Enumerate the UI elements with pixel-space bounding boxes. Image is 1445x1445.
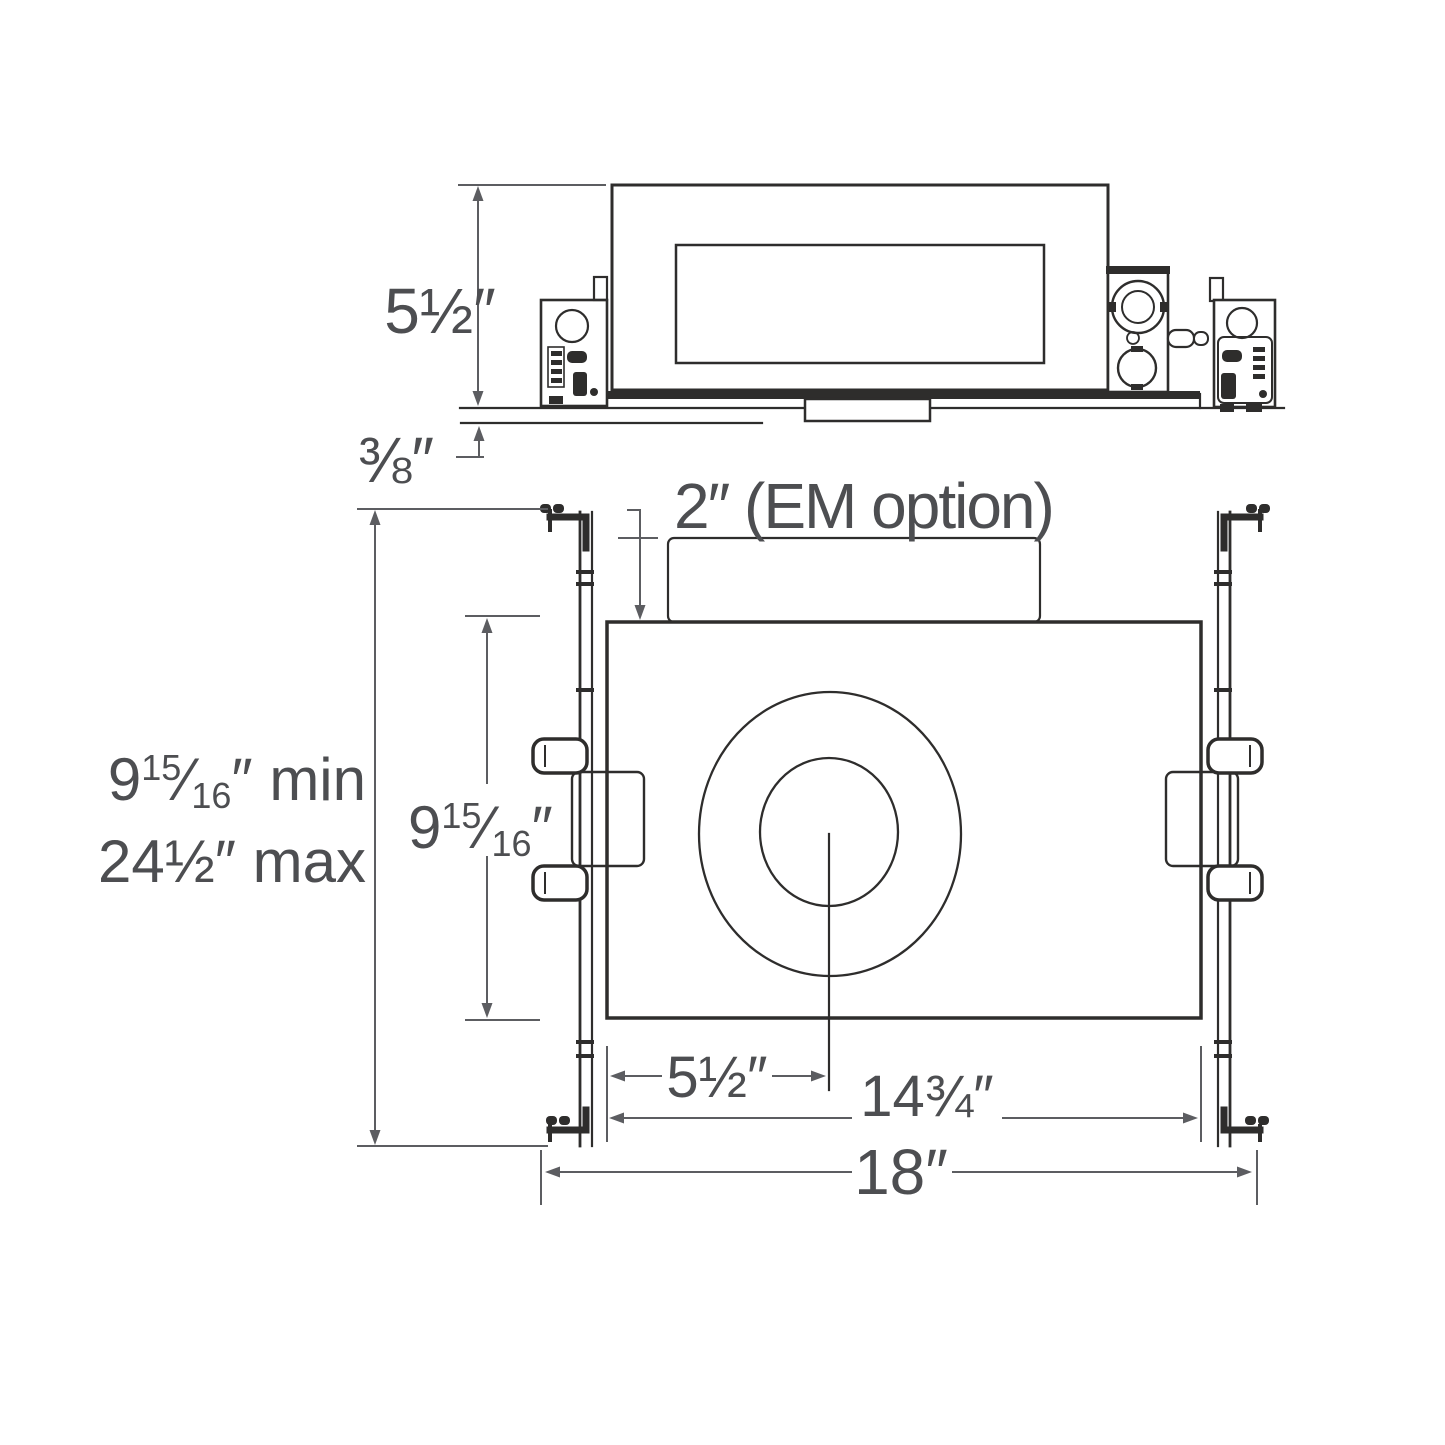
left-top-foot [546, 513, 590, 552]
left-junction-box [539, 275, 609, 408]
side-height-dimension: 5½″ [384, 184, 606, 406]
side-height-label: 5½″ [384, 275, 496, 347]
hanger-bar-left [540, 504, 594, 1148]
height-arrow-down [472, 391, 484, 406]
trim-collar [803, 397, 932, 423]
overall-width-label: 18″ [854, 1136, 948, 1208]
driver-box-foot-right [1246, 404, 1262, 412]
left-terminal-block [547, 346, 565, 388]
center-offset-dimension: 5½″ [606, 1045, 826, 1142]
mounting-clips [531, 737, 1264, 902]
right-top-foot [1220, 513, 1264, 552]
overall-width-dimension: 18″ [540, 1136, 1258, 1208]
right-rail-notches [1214, 570, 1232, 1058]
hanger-bar-right [1214, 504, 1270, 1148]
overall-arrow-right [1237, 1166, 1252, 1178]
overall-arrow-left [545, 1166, 560, 1178]
driver-box-foot-left [1220, 404, 1234, 412]
hanger-span-arrow-up [369, 510, 381, 525]
left-cable-clamp [573, 372, 587, 396]
ceiling-arrow-up [473, 426, 485, 441]
ceiling-thickness-dimension: ⅜″ [358, 424, 485, 496]
side-elevation-view: 5½″ ⅜″ [358, 183, 1286, 496]
depth-arrow-up [481, 618, 493, 633]
left-terminal-stripes [551, 351, 562, 383]
hanger-span-arrow-down [369, 1130, 381, 1145]
driver-compartment [674, 243, 1046, 365]
left-bottom-foot-screw-1 [546, 1116, 557, 1125]
right-junction-box-outline [1106, 266, 1170, 394]
driver-connector [1222, 350, 1242, 362]
right-top-foot-screw-1 [1246, 504, 1257, 513]
housing-depth-label: 915⁄16″ [408, 794, 553, 864]
height-arrow-up [472, 186, 484, 201]
em-arrow-down [634, 605, 646, 620]
plan-view: 2″ (EM option) 915⁄16″ min 24½″ max 915⁄… [98, 470, 1270, 1208]
width-arrow-right [1183, 1112, 1198, 1124]
hanger-max-label: 24½″ max [98, 828, 366, 895]
right-clip-upper [1206, 737, 1264, 775]
knockout-tab-right [1160, 302, 1168, 312]
housing-body-outline [610, 183, 1110, 392]
housing-plate-outline [605, 620, 1203, 1020]
right-junction-box [1106, 266, 1209, 394]
conduit-clamp-tip [1193, 331, 1209, 346]
depth-arrow-down [481, 1003, 493, 1018]
left-clip-lower [531, 864, 589, 902]
knockout-lower-tab-top [1131, 346, 1143, 352]
right-bottom-foot [1220, 1106, 1264, 1134]
right-top-foot-screw-2 [1259, 504, 1270, 513]
housing-depth-dimension: 915⁄16″ [408, 615, 553, 1021]
housing-width-dimension: 14¾″ [609, 1046, 1202, 1142]
hanger-span-dimension: 915⁄16″ min 24½″ max [98, 508, 548, 1147]
left-bottom-foot-screw-2 [559, 1116, 570, 1125]
driver-knockout-circle [1225, 306, 1259, 340]
driver-terminal-stripes [1253, 347, 1265, 379]
right-driver-box [1208, 276, 1277, 412]
left-knockout-circle [554, 308, 590, 344]
ceiling-thickness-label: ⅜″ [358, 424, 434, 496]
right-bottom-foot-screw-2 [1258, 1116, 1269, 1125]
offset-arrow-right [811, 1070, 826, 1082]
em-dimension: 2″ (EM option) [618, 470, 1055, 620]
knockout-lower-tab-bottom [1131, 384, 1143, 390]
left-bottom-foot [546, 1106, 590, 1134]
left-top-foot-screw-2 [553, 504, 564, 513]
knockout-tab-left [1108, 302, 1116, 312]
right-bottom-foot-screw-1 [1245, 1116, 1256, 1125]
left-connector [567, 351, 587, 363]
em-extension-box [666, 536, 1042, 624]
right-junction-box-top-band [1106, 266, 1170, 274]
small-knockout-dot [1126, 331, 1140, 345]
mounting-pan [600, 391, 1200, 399]
hanger-min-label: 915⁄16″ min [108, 746, 366, 816]
width-arrow-left [609, 1112, 624, 1124]
left-rail-notches [576, 570, 594, 1058]
left-screw-dot [590, 388, 598, 396]
em-option-label: 2″ (EM option) [674, 470, 1053, 542]
left-junction-box-pin [592, 275, 609, 302]
offset-arrow-left [610, 1070, 625, 1082]
knockout-ring-inner [1121, 290, 1155, 324]
housing-width-label: 14¾″ [860, 1064, 993, 1129]
conduit-clamp [1166, 328, 1196, 349]
driver-screw-dot [1259, 390, 1267, 398]
left-clip-upper [531, 737, 589, 775]
center-offset-label: 5½″ [666, 1045, 767, 1110]
left-box-foot [549, 396, 563, 404]
driver-cable-clamp [1221, 373, 1236, 399]
driver-box-pin [1208, 276, 1225, 303]
right-clip-lower [1206, 864, 1264, 902]
